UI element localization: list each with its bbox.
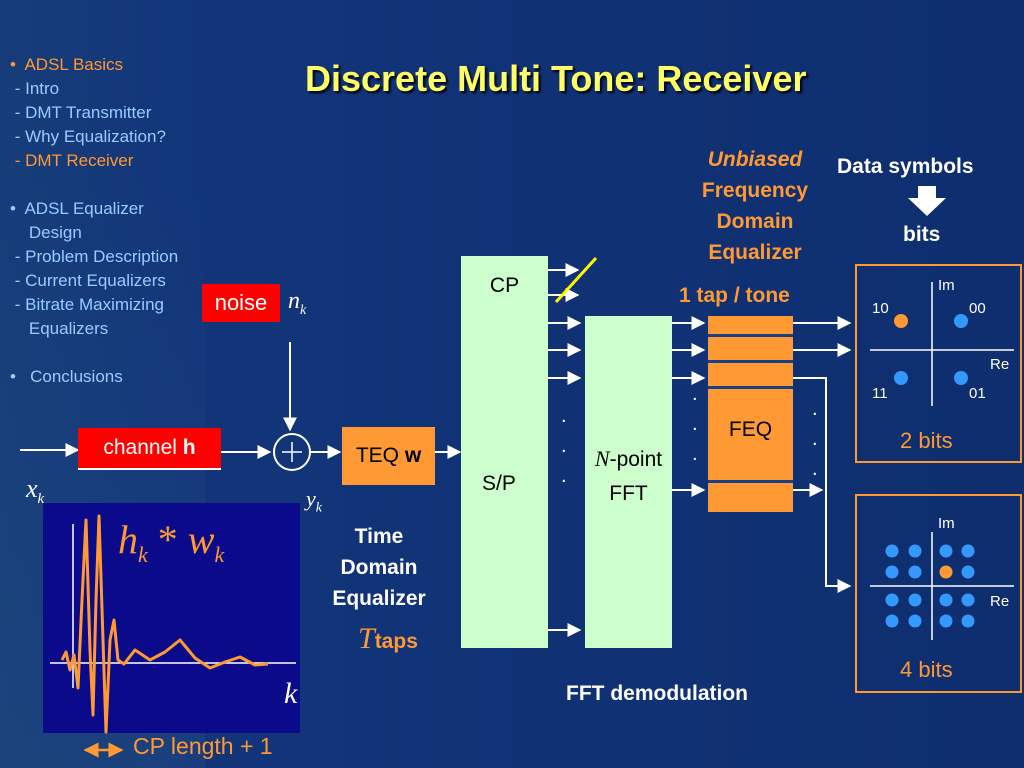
symbol-label: 11 bbox=[872, 385, 888, 402]
svg-text:.: . bbox=[692, 413, 698, 435]
caption-line: Frequency bbox=[701, 179, 809, 202]
im-label: Im bbox=[938, 277, 955, 294]
outline-item: - Intro bbox=[10, 79, 60, 98]
constellation-point bbox=[961, 544, 975, 558]
outline-item: Design bbox=[10, 223, 82, 242]
re-label: Re bbox=[990, 356, 1010, 373]
symbol-label: 01 bbox=[969, 385, 986, 402]
constellation-point bbox=[961, 614, 975, 628]
output-symbol: yk bbox=[306, 486, 322, 516]
outline-item: • ADSL Equalizer bbox=[10, 199, 144, 218]
constellation-point bbox=[961, 565, 975, 579]
caption-line: Domain bbox=[340, 556, 418, 579]
constellation-16qam bbox=[885, 544, 975, 628]
constellation-point bbox=[939, 614, 953, 628]
caption-line: Equalizer bbox=[332, 587, 426, 610]
fft-caption: FFT demodulation bbox=[566, 682, 748, 705]
outline-item: - DMT Transmitter bbox=[10, 103, 152, 122]
svg-text:.: . bbox=[692, 443, 698, 465]
outline-item: Equalizers bbox=[10, 319, 109, 338]
sp-label: S/P bbox=[482, 472, 516, 495]
noise-symbol: nk bbox=[288, 288, 307, 318]
constellation-point bbox=[885, 593, 899, 607]
page-title: Discrete Multi Tone: Receiver bbox=[305, 58, 807, 99]
caption-line: Domain bbox=[716, 210, 794, 233]
constellation-point bbox=[939, 593, 953, 607]
data-symbols-label: Data symbols bbox=[837, 155, 974, 178]
constellation-point bbox=[885, 614, 899, 628]
time-axis-label: k bbox=[284, 677, 298, 710]
caption-line: Unbiased bbox=[707, 148, 803, 171]
im-label: Im bbox=[938, 515, 955, 532]
constellation-point bbox=[885, 544, 899, 558]
svg-text:.: . bbox=[561, 435, 567, 457]
caption-line: Time bbox=[354, 525, 404, 548]
constellation-2bit-frame bbox=[855, 264, 1022, 463]
constellation-point bbox=[939, 565, 953, 579]
constellation-point bbox=[908, 593, 922, 607]
outline-item: - Problem Description bbox=[10, 247, 179, 266]
convolution-label: hk * wk bbox=[118, 517, 225, 567]
outline-item: • ADSL Basics bbox=[10, 55, 124, 74]
svg-text:.: . bbox=[812, 428, 818, 450]
bits-label: bits bbox=[903, 223, 941, 246]
channel-box: channel h bbox=[78, 428, 221, 470]
constellation-point bbox=[894, 314, 908, 328]
svg-text:.: . bbox=[561, 465, 567, 487]
outline-item: - Current Equalizers bbox=[10, 271, 166, 290]
constellation-point bbox=[885, 565, 899, 579]
down-arrow-icon bbox=[908, 186, 946, 216]
outline-item: - Bitrate Maximizing bbox=[10, 295, 164, 314]
symbol-label: 10 bbox=[872, 300, 889, 317]
constellation-point bbox=[961, 593, 975, 607]
constellation-point bbox=[954, 371, 968, 385]
cp-length-label: CP length + 1 bbox=[133, 733, 273, 759]
constellation-point bbox=[908, 565, 922, 579]
noise-box: noise bbox=[202, 284, 280, 322]
impulse-response-curve bbox=[60, 514, 269, 734]
outline-item: - Why Equalization? bbox=[10, 127, 166, 146]
teq-box: TEQ w bbox=[342, 427, 435, 485]
constellation-point bbox=[954, 314, 968, 328]
constellation-point bbox=[908, 544, 922, 558]
svg-text:.: . bbox=[692, 383, 698, 405]
feq-box: FEQ bbox=[708, 316, 793, 512]
constellation-point bbox=[908, 614, 922, 628]
outline-item: - DMT Receiver bbox=[10, 151, 134, 170]
outline-item: • Conclusions bbox=[10, 367, 123, 386]
cp-discard-strike bbox=[554, 256, 598, 304]
adder-circle bbox=[273, 433, 311, 471]
constellation-point bbox=[894, 371, 908, 385]
constellation-4bit-caption: 4 bits bbox=[900, 657, 953, 682]
svg-text:.: . bbox=[812, 458, 818, 480]
re-label: Re bbox=[990, 593, 1010, 610]
teq-taps: Ttaps bbox=[358, 622, 418, 655]
constellation-4bit-frame bbox=[855, 494, 1022, 693]
cp-label: CP bbox=[489, 274, 520, 297]
svg-text:.: . bbox=[561, 405, 567, 427]
sp-box: CP bbox=[461, 256, 548, 648]
fft-box: N-point FFT bbox=[585, 316, 672, 648]
svg-text:.: . bbox=[812, 398, 818, 420]
symbol-label: 00 bbox=[969, 300, 986, 317]
feq-label: FEQ bbox=[728, 418, 773, 441]
caption-line: Equalizer bbox=[708, 241, 802, 264]
feq-taps-label: 1 tap / tone bbox=[679, 284, 790, 307]
constellation-2bit-caption: 2 bits bbox=[900, 428, 953, 453]
constellation-point bbox=[939, 544, 953, 558]
outline-list: • ADSL Basics - Intro - DMT Transmitter … bbox=[10, 53, 178, 389]
input-symbol: xk bbox=[26, 474, 45, 508]
